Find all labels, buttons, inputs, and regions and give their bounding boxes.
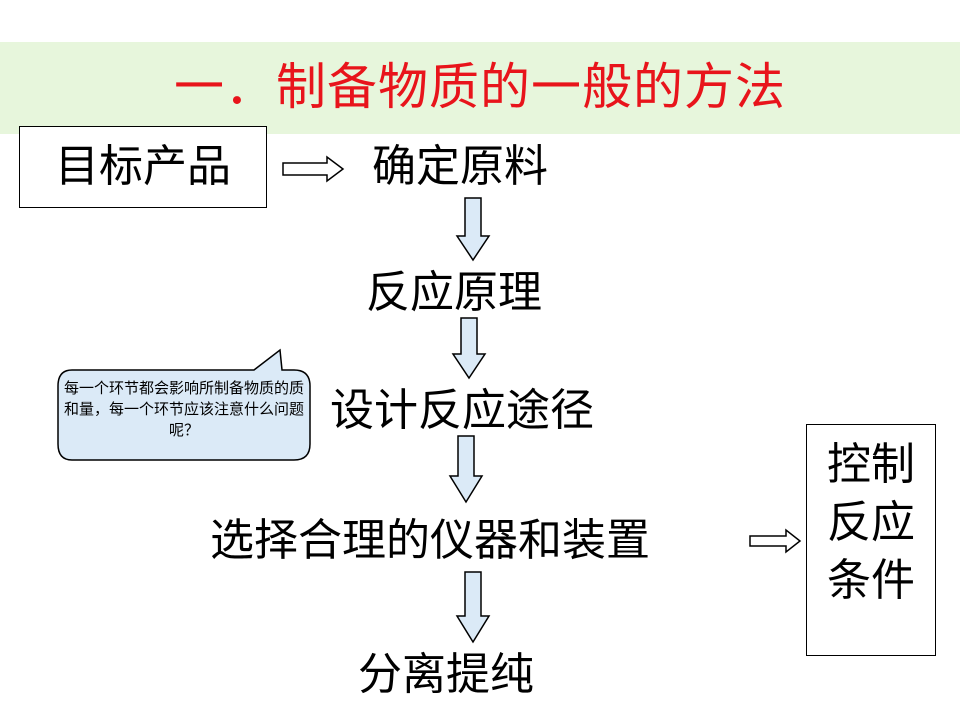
target-product-box: 目标产品 bbox=[19, 126, 267, 208]
step-reaction-route: 设计反应途径 bbox=[330, 385, 594, 436]
arrow-right-icon bbox=[749, 528, 802, 554]
control-line-3: 条件 bbox=[827, 555, 915, 606]
control-line-2: 反应 bbox=[827, 497, 915, 548]
title-band bbox=[0, 42, 960, 134]
step-reaction-principle: 反应原理 bbox=[366, 267, 542, 318]
step-raw-materials: 确定原料 bbox=[372, 141, 548, 192]
speech-bubble-callout bbox=[57, 348, 311, 461]
arrow-down-icon bbox=[448, 435, 484, 504]
callout-text: 每一个环节都会影响所制备物质的质和量，每一个环节应该注意什么问题呢？ bbox=[64, 379, 305, 439]
control-line-1: 控制 bbox=[827, 439, 915, 490]
arrow-down-icon bbox=[451, 317, 487, 380]
slide-title: 一．制备物质的一般的方法 bbox=[174, 58, 786, 116]
arrow-down-icon bbox=[455, 197, 491, 262]
arrow-down-icon bbox=[455, 571, 491, 644]
step-separation: 分离提纯 bbox=[358, 649, 534, 700]
control-conditions-box: 控制 反应 条件 bbox=[806, 424, 936, 656]
arrow-right-icon bbox=[282, 155, 345, 183]
step-apparatus: 选择合理的仪器和装置 bbox=[210, 515, 650, 566]
